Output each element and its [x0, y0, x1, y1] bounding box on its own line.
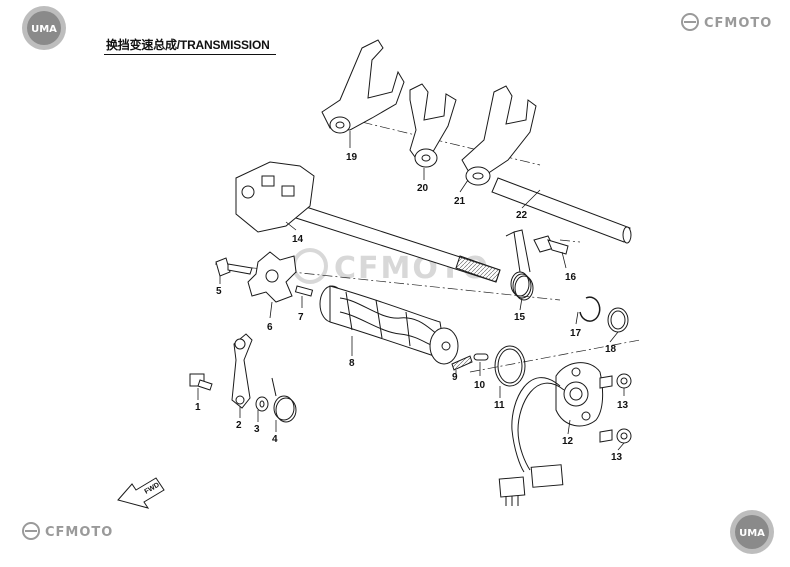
- part-label-13-lower: 13: [611, 452, 623, 463]
- title-underline: [104, 54, 276, 55]
- bolt-5: [215, 257, 253, 277]
- part-label-22: 22: [516, 210, 528, 221]
- part-number-labels: 19 20 21 22 14 16 15 17 18 5 6 7 8 9 10 …: [195, 152, 629, 463]
- part-label-1: 1: [195, 402, 201, 413]
- fork-shaft-22: [491, 177, 632, 244]
- part-label-12: 12: [562, 436, 574, 447]
- part-label-4: 4: [272, 434, 278, 445]
- part-label-5: 5: [216, 286, 222, 297]
- part-label-18: 18: [605, 344, 617, 355]
- pin-7: [294, 285, 314, 297]
- bolt-1: [189, 373, 213, 391]
- gear-position-sensor-12: [498, 362, 604, 506]
- pin-10: [473, 353, 489, 361]
- washer-18: [607, 307, 629, 333]
- o-ring-11: [494, 345, 526, 387]
- part-label-8: 8: [349, 358, 355, 369]
- part-label-15: 15: [514, 312, 526, 323]
- circlip-17: [579, 296, 601, 322]
- bolt-13-lower: [599, 428, 632, 444]
- shift-drum-8: [319, 285, 459, 365]
- return-spring-15: [505, 229, 534, 301]
- part-label-19: 19: [346, 152, 358, 163]
- part-label-2: 2: [236, 420, 242, 431]
- bolt-13-upper: [599, 373, 632, 389]
- part-label-21: 21: [454, 196, 466, 207]
- shift-fork-21: [461, 85, 537, 186]
- part-label-13-upper: 13: [617, 400, 629, 411]
- shift-drum-segment-6: [247, 251, 297, 303]
- shift-fork-19: [321, 39, 405, 134]
- cfmoto-emblem-top: [681, 13, 699, 31]
- washer-3: [255, 396, 269, 412]
- page-title: 换挡变速总成/TRANSMISSION: [106, 38, 270, 52]
- spring-9: [451, 355, 473, 371]
- part-label-10: 10: [474, 380, 486, 391]
- brand-cfmoto-top: CFMOTO: [704, 16, 773, 31]
- svg-text:UMA: UMA: [31, 24, 57, 35]
- shift-shaft-14: [235, 161, 501, 283]
- uma-logo-top: UMA: [22, 6, 66, 50]
- svg-text:UMA: UMA: [739, 528, 765, 539]
- part-label-11: 11: [494, 400, 505, 411]
- part-label-14: 14: [292, 234, 304, 245]
- part-label-6: 6: [267, 322, 273, 333]
- part-label-3: 3: [254, 424, 260, 435]
- brand-cfmoto-bottom: CFMOTO: [45, 525, 114, 540]
- forward-direction-arrow: FWD: [117, 477, 165, 509]
- stopper-bolt-16: [533, 235, 569, 255]
- part-label-7: 7: [298, 312, 304, 323]
- stopper-arm-2: [231, 333, 253, 409]
- uma-logo-bottom: UMA: [730, 510, 774, 554]
- part-label-9: 9: [452, 372, 458, 383]
- shift-fork-20: [409, 83, 457, 168]
- spring-4: [271, 377, 297, 423]
- cfmoto-emblem-bottom: [22, 522, 40, 540]
- part-label-17: 17: [570, 328, 582, 339]
- part-label-16: 16: [565, 272, 577, 283]
- part-label-20: 20: [417, 183, 429, 194]
- leader-lines: [197, 131, 625, 451]
